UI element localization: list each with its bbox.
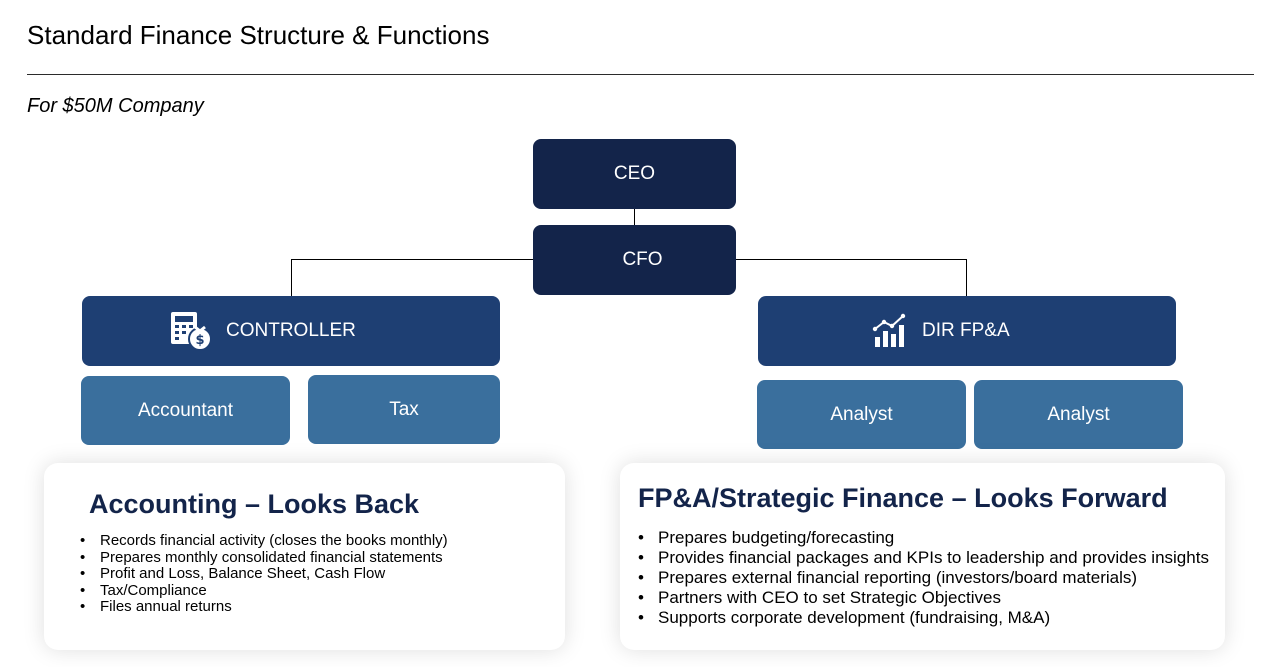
controller-box: $ CONTROLLER	[82, 296, 500, 366]
list-item: Records financial activity (closes the b…	[80, 532, 448, 550]
accounting-heading: Accounting – Looks Back	[89, 489, 420, 519]
connector-right-vertical	[966, 259, 967, 296]
cfo-label: CFO	[622, 249, 663, 270]
cfo-box: CFO	[533, 225, 736, 295]
ceo-box: CEO	[533, 139, 736, 209]
list-item: Provides financial packages and KPIs to …	[638, 548, 1209, 568]
dir-fpa-label: DIR FP&A	[922, 320, 1010, 341]
tax-label: Tax	[389, 398, 419, 420]
title-divider	[27, 74, 1254, 75]
fpa-card: FP&A/Strategic Finance – Looks Forward P…	[620, 463, 1225, 650]
analyst-box-1: Analyst	[757, 380, 966, 449]
fpa-heading: FP&A/Strategic Finance – Looks Forward	[638, 483, 1168, 513]
page-subtitle: For $50M Company	[27, 95, 204, 117]
accounting-list: Records financial activity (closes the b…	[80, 532, 448, 616]
calculator-money-icon: $	[170, 311, 212, 351]
ceo-label: CEO	[613, 163, 656, 184]
list-item: Profit and Loss, Balance Sheet, Cash Flo…	[80, 566, 448, 583]
fpa-list: Prepares budgeting/forecasting Provides …	[638, 528, 1209, 628]
bar-chart-growth-icon	[872, 313, 908, 349]
tax-box: Tax	[308, 375, 500, 444]
analyst-box-2: Analyst	[974, 380, 1183, 449]
list-item: Prepares external financial reporting (i…	[638, 568, 1209, 588]
connector-ceo-cfo	[634, 208, 635, 226]
analyst-label-2: Analyst	[1047, 403, 1110, 425]
connector-left-horizontal	[291, 259, 534, 260]
list-item: Prepares budgeting/forecasting	[638, 528, 1209, 548]
accounting-card: Accounting – Looks Back Records financia…	[44, 463, 565, 650]
accountant-box: Accountant	[81, 376, 290, 445]
dir-fpa-box: DIR FP&A	[758, 296, 1176, 366]
accountant-label: Accountant	[137, 399, 234, 421]
connector-left-vertical	[291, 259, 292, 296]
list-item: Supports corporate development (fundrais…	[638, 608, 1209, 628]
list-item: Partners with CEO to set Strategic Objec…	[638, 588, 1209, 608]
connector-right-horizontal	[735, 259, 967, 260]
controller-label: CONTROLLER	[226, 320, 356, 341]
analyst-label-1: Analyst	[830, 403, 893, 425]
list-item: Files annual returns	[80, 599, 448, 616]
list-item: Prepares monthly consolidated financial …	[80, 549, 448, 567]
svg-text:$: $	[195, 333, 204, 348]
list-item: Tax/Compliance	[80, 582, 448, 600]
page-title: Standard Finance Structure & Functions	[27, 20, 490, 50]
